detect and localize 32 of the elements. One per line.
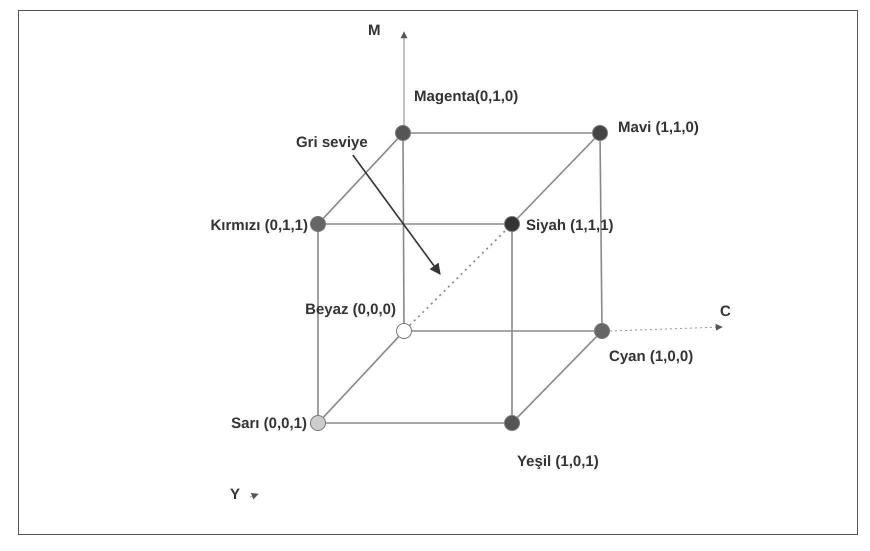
vertex-dot xyxy=(504,415,520,431)
cube-edge xyxy=(402,141,405,323)
cube-edge xyxy=(326,223,504,225)
diagonal-line xyxy=(409,229,507,326)
vertex-dot xyxy=(592,125,608,141)
vertex-dot xyxy=(310,216,326,232)
cube-edge xyxy=(516,138,596,219)
vertex-dot xyxy=(395,125,411,141)
vertex-label: Kırmızı (0,1,1) xyxy=(210,217,308,235)
arrow xyxy=(352,154,441,275)
axis-label: C xyxy=(720,303,731,321)
axis-label: Y xyxy=(230,486,240,504)
axis-label: M xyxy=(368,22,380,40)
cube-edge xyxy=(517,336,597,418)
vertex-label: Sarı (0,0,1) xyxy=(231,415,307,433)
cube-edge xyxy=(511,232,513,415)
vertex-dot xyxy=(594,323,610,339)
cube-edge xyxy=(326,422,504,424)
vertex-label: Yeşil (1,0,1) xyxy=(517,453,599,471)
cube-edge xyxy=(599,141,603,323)
vertex-dot xyxy=(396,323,412,339)
vertex-dot xyxy=(310,415,326,431)
cube-edge xyxy=(322,336,400,418)
cube-edge xyxy=(317,232,319,415)
vertex-label: Magenta(0,1,0) xyxy=(414,88,518,106)
cube-edge xyxy=(322,138,398,219)
vertex-label: Cyan (1,0,0) xyxy=(609,348,694,366)
vertex-dot xyxy=(504,216,520,232)
vertex-label: Mavi (1,1,0) xyxy=(618,119,699,137)
annotation-text: Gri seviye xyxy=(296,133,392,153)
cube-edge xyxy=(411,132,592,134)
cube-edge xyxy=(412,330,594,332)
